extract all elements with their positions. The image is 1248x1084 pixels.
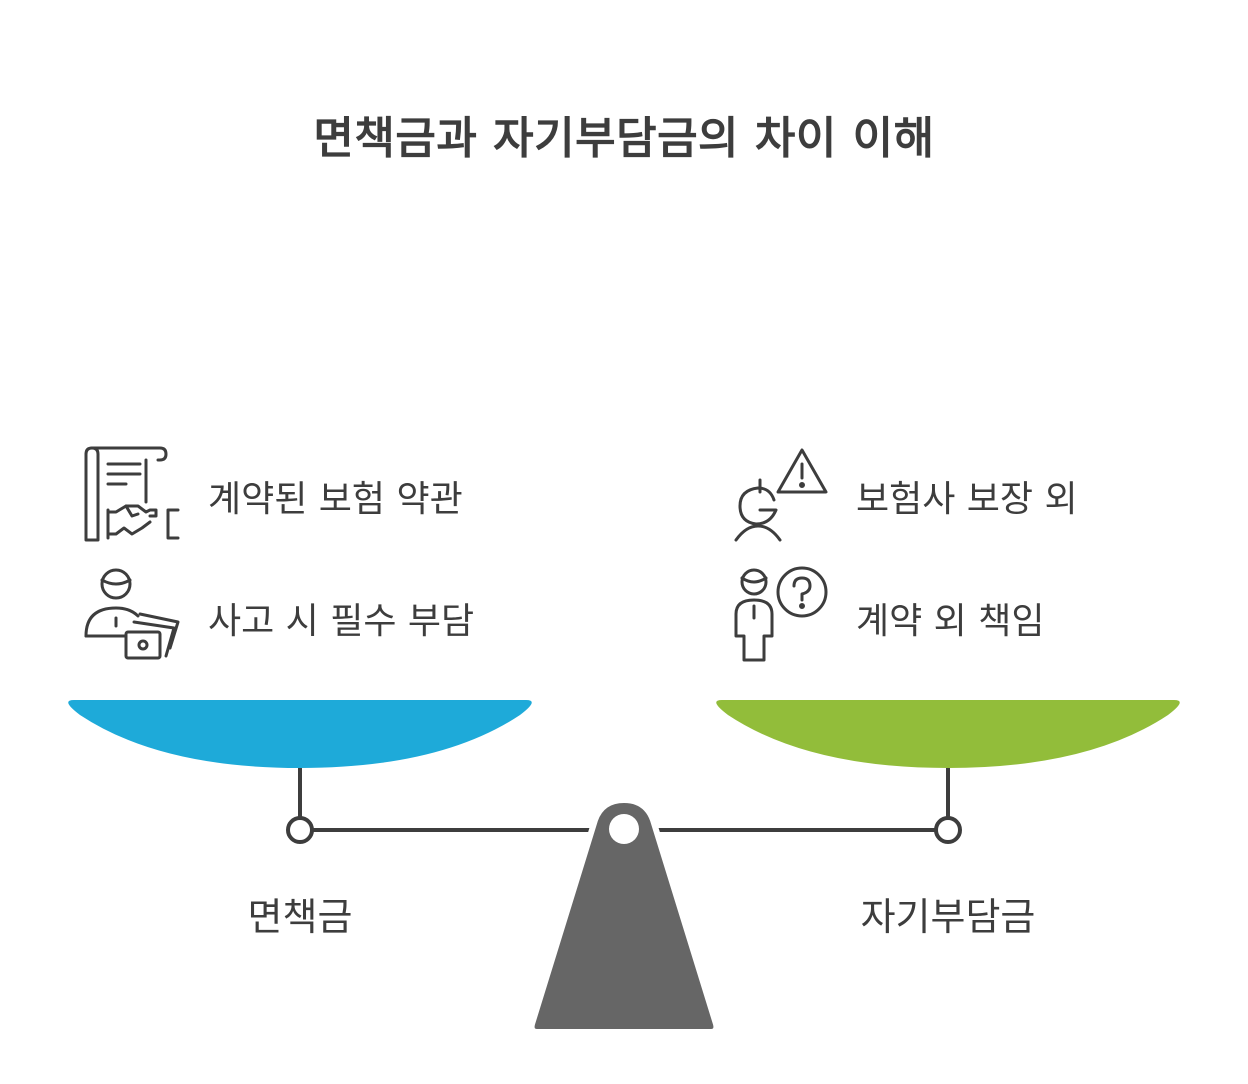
person-warning-icon <box>734 448 828 542</box>
left-item-text: 계약된 보험 약관 <box>208 479 463 520</box>
diagram-title: 면책금과 자기부담금의 차이 이해 <box>313 113 935 164</box>
left-joint <box>286 816 314 844</box>
right-joint <box>934 816 962 844</box>
right-pan <box>716 700 1180 768</box>
person-paying-icon <box>84 568 180 660</box>
left-label: 면책금 <box>247 895 353 939</box>
left-item-text: 사고 시 필수 부담 <box>208 601 475 642</box>
right-label: 자기부담금 <box>860 895 1036 939</box>
left-pan <box>68 700 532 768</box>
right-item-text: 계약 외 책임 <box>856 601 1045 642</box>
person-question-icon <box>734 566 828 662</box>
pivot-hole <box>609 814 639 844</box>
right-item-text: 보험사 보장 외 <box>856 479 1078 520</box>
fulcrum <box>528 797 720 1035</box>
contract-handshake-icon <box>84 446 180 542</box>
